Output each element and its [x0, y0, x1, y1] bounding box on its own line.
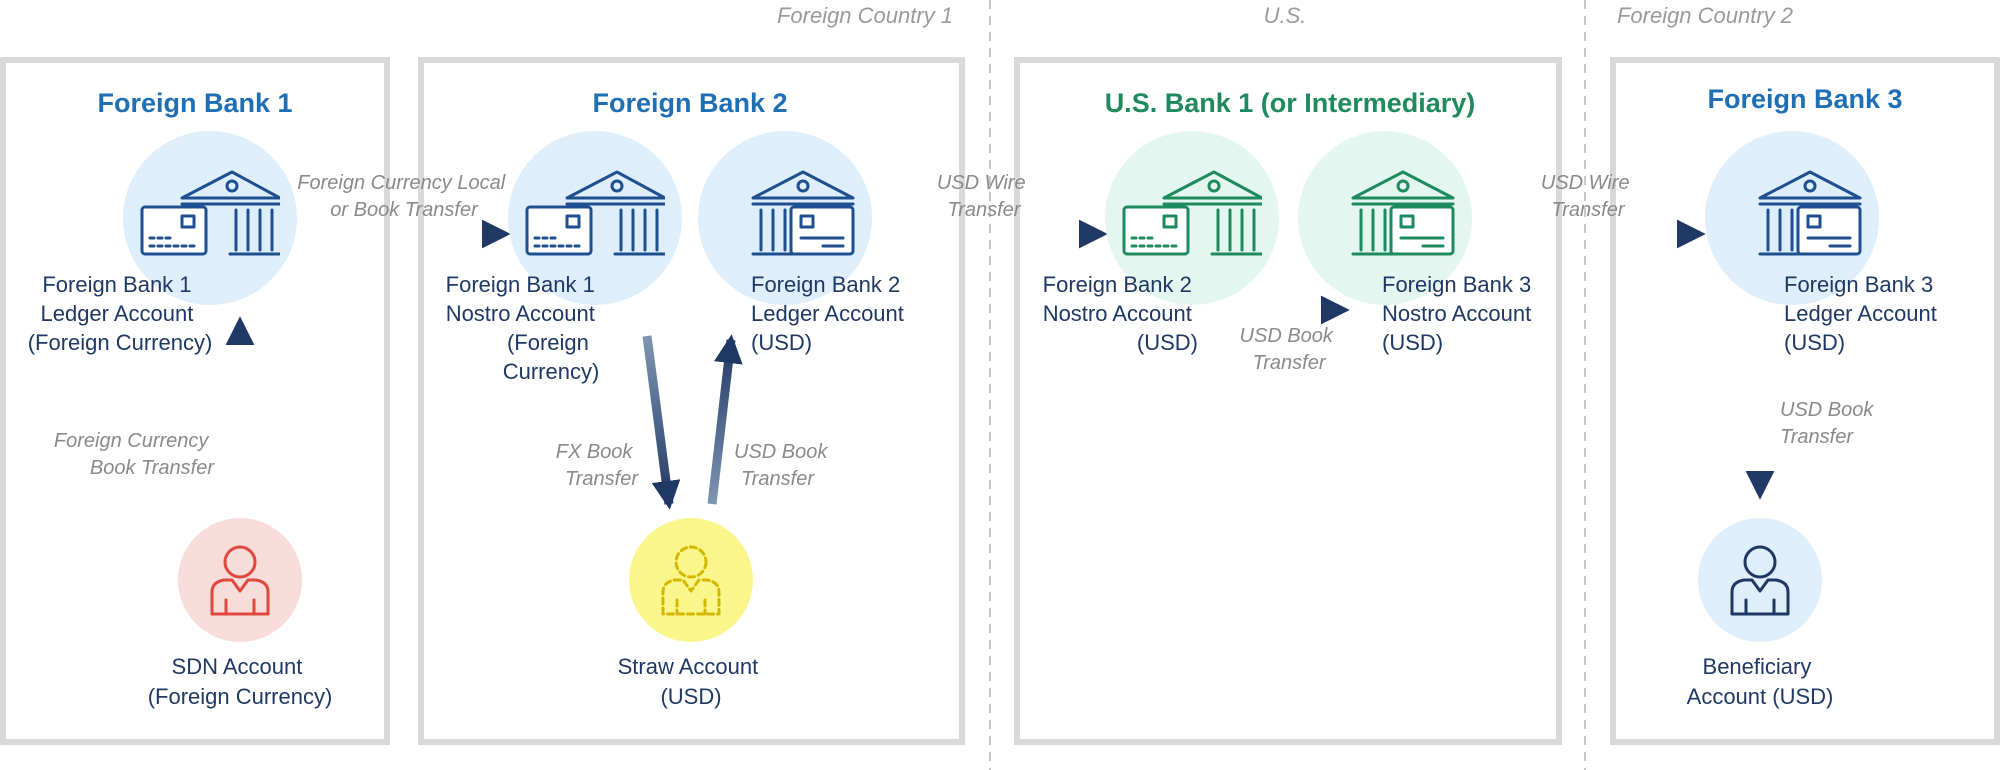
bank-title-us-bank-1: U.S. Bank 1 (or Intermediary) [1105, 88, 1476, 118]
account-label-fb3-nostro: Foreign Bank 3 Nostro Account (USD) [1382, 272, 1537, 355]
flow-label-wire-to-us: USD Wire Transfer [937, 172, 1031, 221]
account-label-sdn: SDN Account (Foreign Currency) [148, 654, 333, 709]
panel-foreign-bank-3 [1610, 57, 2000, 745]
region-label-us: U.S. [1264, 3, 1307, 28]
flow-label-sdn-to-fb1: Foreign Currency Book Transfer [54, 430, 215, 479]
circle-sdn [178, 518, 302, 642]
panel-us-bank-1 [1014, 57, 1562, 745]
account-label-fb1-ledger: Foreign Bank 1 Ledger Account (Foreign C… [28, 272, 213, 355]
panel-foreign-bank-1 [0, 57, 390, 745]
circle-fb1-nostro [508, 131, 682, 305]
flow-label-fb1-to-fb2: Foreign Currency Local or Book Transfer [297, 172, 510, 221]
account-label-fb3-ledger: Foreign Bank 3 Ledger Account (USD) [1784, 272, 1943, 355]
flow-label-fb3-book: USD Book Transfer [1780, 399, 1879, 448]
circle-beneficiary [1698, 518, 1822, 642]
flow-label-wire-to-fb3: USD Wire Transfer [1541, 172, 1635, 221]
region-label-foreign-country-2: Foreign Country 2 [1617, 3, 1793, 28]
account-label-fb1-nostro: Foreign Bank 1 Nostro Account (Foreign C… [446, 272, 601, 384]
account-label-fb2-nostro: Foreign Bank 2 Nostro Account (USD) [1043, 272, 1198, 355]
account-label-beneficiary: Beneficiary Account (USD) [1687, 654, 1834, 709]
circle-fb1-ledger [123, 131, 297, 305]
circle-fb2-nostro [1105, 131, 1279, 305]
circle-straw [629, 518, 753, 642]
flow-label-us-book: USD Book Transfer [1240, 325, 1339, 374]
region-label-foreign-country-1: Foreign Country 1 [777, 3, 953, 28]
account-label-fb2-ledger: Foreign Bank 2 Ledger Account (USD) [751, 272, 910, 355]
arrow-usd-book-up [707, 334, 743, 505]
flow-label-usd-book-up: USD Book Transfer [734, 441, 833, 490]
bank-title-foreign-bank-2: Foreign Bank 2 [592, 88, 787, 118]
account-label-straw: Straw Account (USD) [618, 654, 765, 709]
panel-foreign-bank-2 [418, 57, 965, 745]
flow-label-fx-book: FX Book Transfer [556, 441, 640, 490]
bank-title-foreign-bank-1: Foreign Bank 1 [97, 88, 292, 118]
arrow-fx-book [642, 335, 681, 510]
bank-title-foreign-bank-3: Foreign Bank 3 [1707, 84, 1902, 114]
